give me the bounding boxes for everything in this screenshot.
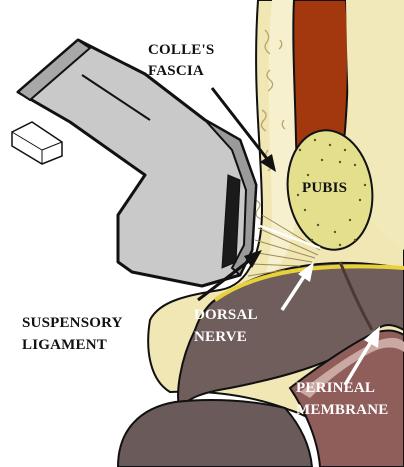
dorsal-nerve-label-line2: NERVE [194, 329, 247, 345]
suspensory-ligament-label-line2: LIGAMENT [22, 337, 107, 353]
colles-fascia-label-line1: COLLE'S [148, 42, 214, 58]
colles-fascia-label-line2: FASCIA [148, 63, 204, 79]
perineal-membrane-label-line1: PERINEAL [296, 380, 375, 396]
perineal-membrane-label-line2: MEMBRANE [296, 402, 388, 418]
dorsal-nerve-label-line1: DORSAL [194, 307, 258, 323]
suspensory-ligament-label-line1: SUSPENSORY [22, 315, 123, 331]
pubis-label: PUBIS [302, 180, 347, 196]
